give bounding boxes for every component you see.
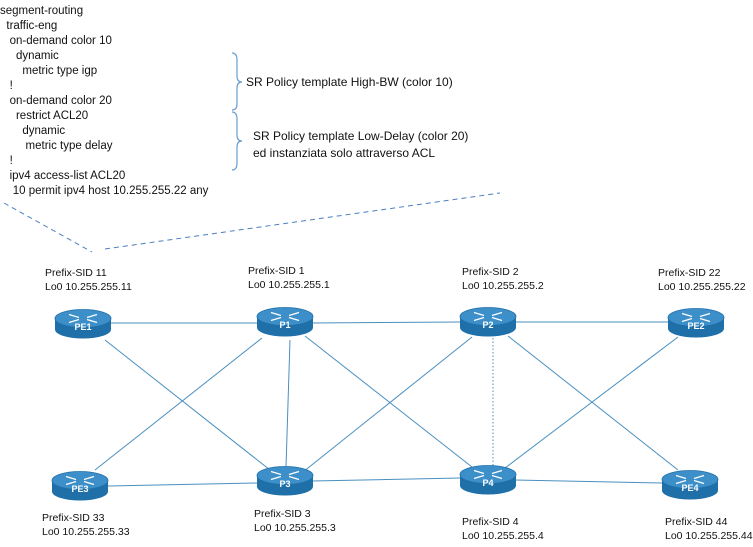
router-arrows-icon — [473, 311, 503, 322]
link-p2-pe4 — [507, 335, 679, 471]
link-p4-pe4 — [514, 479, 663, 484]
bracket-color20 — [231, 111, 243, 171]
policy-note-color20-line1: SR Policy template Low-Delay (color 20) — [253, 129, 469, 143]
router-name: PE1 — [74, 322, 91, 332]
router-body — [257, 316, 313, 337]
router-body — [460, 474, 516, 495]
loopback-address: Lo0 10.255.255.3 — [254, 522, 336, 534]
prefix-sid: Prefix-SID 3 — [254, 508, 311, 520]
router-name: P4 — [482, 478, 493, 488]
router-top — [54, 309, 112, 328]
router-name: PE4 — [681, 483, 698, 493]
router-label-pe4: Prefix-SID 44 Lo0 10.255.255.44 — [665, 515, 753, 543]
prefix-sid: Prefix-SID 2 — [462, 266, 519, 278]
link-pe3-p3 — [107, 482, 259, 487]
callout-line-right — [104, 192, 501, 250]
prefix-sid: Prefix-SID 4 — [462, 516, 519, 528]
router-label-pe1: Prefix-SID 11 Lo0 10.255.255.11 — [45, 266, 132, 294]
config-line: traffic-eng — [0, 20, 58, 32]
loopback-address: Lo0 10.255.255.4 — [462, 530, 544, 542]
router-body — [52, 480, 108, 501]
router-body — [662, 479, 718, 500]
router-name: P3 — [279, 479, 290, 489]
router-label-p2: Prefix-SID 2 Lo0 10.255.255.2 — [462, 265, 544, 293]
prefix-sid: Prefix-SID 44 — [665, 516, 728, 528]
router-icon-pe2: PE2 — [667, 308, 725, 338]
router-icon-p3: P3 — [256, 466, 314, 496]
router-label-pe2: Prefix-SID 22 Lo0 10.255.255.22 — [658, 266, 746, 294]
policy-note-color10: SR Policy template High-BW (color 10) — [246, 75, 453, 89]
bracket-color10 — [231, 52, 243, 111]
router-label-p1: Prefix-SID 1 Lo0 10.255.255.1 — [248, 264, 330, 292]
router-label-p4: Prefix-SID 4 Lo0 10.255.255.4 — [462, 515, 544, 543]
router-top — [459, 307, 517, 326]
config-line: segment-routing — [0, 5, 84, 17]
router-name: PE3 — [71, 484, 88, 494]
router-icon-pe1: PE1 — [54, 309, 112, 339]
router-icon-pe3: PE3 — [51, 471, 109, 501]
router-arrows-icon — [681, 312, 711, 323]
config-line: restrict ACL20 — [0, 110, 89, 122]
router-label-pe3: Prefix-SID 33 Lo0 10.255.255.33 — [42, 511, 130, 539]
config-line: metric type delay — [0, 140, 113, 152]
router-top — [51, 471, 109, 490]
config-line: 10 permit ipv4 host 10.255.255.22 any — [0, 185, 209, 197]
router-arrows-icon — [270, 470, 300, 481]
callout-line-left — [3, 202, 93, 253]
router-body — [257, 475, 313, 496]
router-top — [256, 466, 314, 485]
policy-note-color20-line2: ed instanziata solo attraverso ACL — [253, 146, 436, 160]
router-arrows-icon — [473, 469, 503, 480]
prefix-sid: Prefix-SID 11 — [45, 267, 107, 279]
link-p1-p3 — [285, 339, 291, 468]
router-top — [667, 308, 725, 327]
link-p1-p2 — [309, 321, 461, 324]
config-line: dynamic — [0, 125, 66, 137]
router-name: P2 — [482, 320, 493, 330]
config-line: dynamic — [0, 50, 59, 62]
link-pe2-p4 — [504, 336, 679, 469]
link-pe1-p3 — [104, 339, 271, 471]
router-icon-p4: P4 — [459, 465, 517, 495]
router-arrows-icon — [675, 474, 705, 485]
loopback-address: Lo0 10.255.255.11 — [45, 281, 132, 293]
router-arrows-icon — [65, 475, 95, 486]
link-p2-p3 — [302, 336, 473, 473]
router-icon-p1: P1 — [256, 307, 314, 337]
link-p1-p4 — [304, 335, 473, 468]
router-arrows-icon — [270, 311, 300, 322]
router-name: P1 — [279, 320, 290, 330]
config-line: ! — [0, 155, 13, 167]
prefix-sid: Prefix-SID 1 — [248, 265, 305, 277]
router-top — [459, 465, 517, 484]
router-top — [661, 470, 719, 489]
link-p3-p4 — [311, 477, 461, 482]
config-line: ipv4 access-list ACL20 — [0, 170, 126, 182]
router-label-p3: Prefix-SID 3 Lo0 10.255.255.3 — [254, 507, 336, 535]
router-name: PE2 — [687, 321, 704, 331]
config-line: on-demand color 20 — [0, 95, 112, 107]
router-icon-p2: P2 — [459, 307, 517, 337]
prefix-sid: Prefix-SID 33 — [42, 512, 105, 524]
loopback-address: Lo0 10.255.255.1 — [248, 279, 330, 291]
router-body — [668, 317, 724, 338]
router-arrows-icon — [68, 313, 98, 324]
config-line: on-demand color 10 — [0, 35, 112, 47]
link-p1-pe3 — [94, 337, 263, 471]
loopback-address: Lo0 10.255.255.2 — [462, 280, 544, 292]
loopback-address: Lo0 10.255.255.44 — [665, 530, 753, 542]
prefix-sid: Prefix-SID 22 — [658, 267, 721, 279]
router-icon-pe4: PE4 — [661, 470, 719, 500]
loopback-address: Lo0 10.255.255.22 — [658, 281, 746, 293]
router-body — [460, 316, 516, 337]
router-body — [55, 318, 111, 339]
config-line: metric type igp — [0, 65, 98, 77]
links — [94, 321, 679, 487]
loopback-address: Lo0 10.255.255.33 — [42, 526, 130, 538]
router-top — [256, 307, 314, 326]
config-line: ! — [0, 80, 13, 92]
